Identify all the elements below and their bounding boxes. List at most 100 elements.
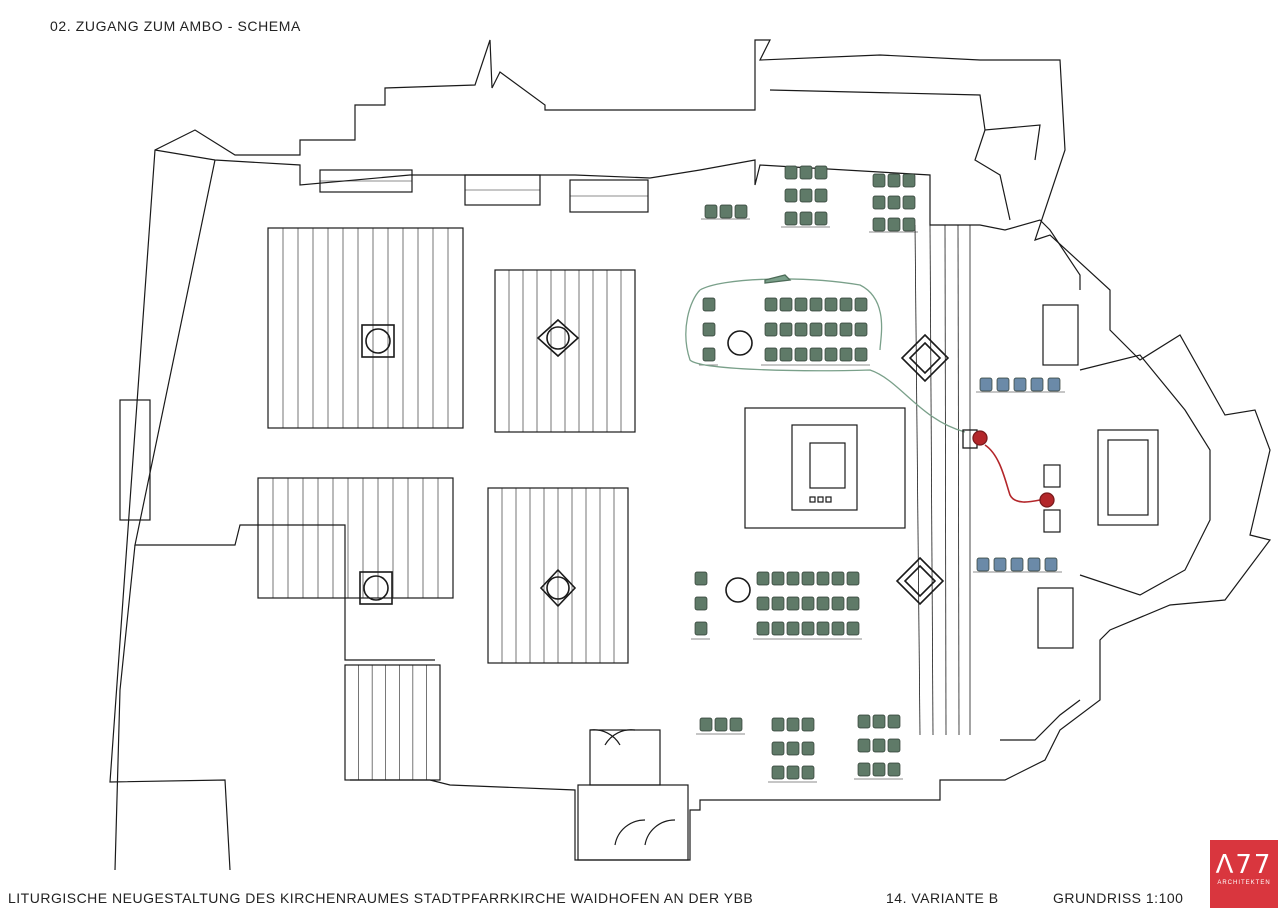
chair	[786, 621, 800, 636]
logo-subtitle: ARCHITEKTEN	[1217, 880, 1271, 886]
pew-block	[464, 174, 541, 206]
chair-group	[691, 571, 710, 640]
chair-group	[973, 557, 1062, 573]
chair	[702, 297, 716, 312]
pew-block	[344, 664, 441, 781]
chair	[996, 377, 1010, 392]
chair	[694, 621, 708, 636]
chair-group	[781, 165, 830, 228]
chair	[887, 217, 901, 232]
chair-group	[699, 297, 718, 366]
chair	[872, 195, 886, 210]
chair	[786, 765, 800, 780]
sheet-title: 02. ZUGANG ZUM AMBO - SCHEMA	[50, 18, 301, 34]
logo-mark: Λ77	[1215, 850, 1273, 880]
chair	[824, 297, 838, 312]
project-title: LITURGISCHE NEUGESTALTUNG DES KIRCHENRAU…	[8, 890, 754, 906]
chair	[756, 621, 770, 636]
chair	[1027, 557, 1041, 572]
chair	[809, 347, 823, 362]
chair	[771, 765, 785, 780]
chair	[854, 347, 868, 362]
pew-block	[569, 179, 649, 213]
chair	[831, 621, 845, 636]
pillar	[536, 318, 580, 358]
chancel-steps	[914, 224, 971, 736]
entrance-porch	[577, 729, 689, 861]
pew-block	[487, 487, 629, 664]
chair	[801, 717, 815, 732]
chair	[887, 173, 901, 188]
chair	[857, 738, 871, 753]
chair-group	[854, 714, 903, 780]
chair-group	[768, 717, 817, 783]
chair	[704, 204, 718, 219]
chair	[799, 211, 813, 226]
chair	[887, 762, 901, 777]
chair	[779, 322, 793, 337]
pillar	[539, 568, 577, 608]
chair	[993, 557, 1007, 572]
chair	[1047, 377, 1061, 392]
chair	[801, 621, 815, 636]
pillar	[546, 576, 570, 600]
chair	[887, 195, 901, 210]
pillar	[895, 556, 945, 606]
pillars	[359, 318, 950, 608]
chair	[771, 717, 785, 732]
chair	[794, 322, 808, 337]
pew-block	[319, 169, 413, 193]
chair	[719, 204, 733, 219]
chair-group	[701, 204, 750, 220]
chair	[1030, 377, 1044, 392]
pew-block	[494, 269, 636, 433]
chair	[1010, 557, 1024, 572]
architect-logo: Λ77 ARCHITEKTEN	[1210, 840, 1278, 908]
chair-group	[976, 377, 1065, 393]
chair	[979, 377, 993, 392]
chair	[694, 571, 708, 586]
church-walls	[109, 39, 1272, 871]
chair	[816, 621, 830, 636]
chair	[699, 717, 713, 732]
chair	[839, 297, 853, 312]
pew-block	[257, 477, 454, 599]
pillar	[546, 326, 570, 350]
chair	[784, 211, 798, 226]
pillar	[365, 328, 391, 354]
altar-platform	[744, 407, 906, 529]
chair	[694, 596, 708, 611]
chair	[809, 322, 823, 337]
chair	[756, 596, 770, 611]
chair	[786, 741, 800, 756]
chair	[1044, 557, 1058, 572]
chair	[771, 596, 785, 611]
chair	[831, 571, 845, 586]
chair	[786, 571, 800, 586]
chair	[902, 173, 916, 188]
chair	[786, 717, 800, 732]
pillar	[361, 324, 395, 358]
chair	[801, 765, 815, 780]
chair	[801, 596, 815, 611]
chair	[764, 322, 778, 337]
chair	[824, 322, 838, 337]
chair	[857, 714, 871, 729]
chair	[729, 717, 743, 732]
chair	[872, 762, 886, 777]
chair	[846, 596, 860, 611]
chair	[902, 217, 916, 232]
chair	[814, 165, 828, 180]
chair	[702, 347, 716, 362]
chair	[764, 297, 778, 312]
path-green-loop	[699, 278, 883, 351]
chair-group	[753, 571, 862, 640]
pillar	[727, 330, 753, 356]
chair	[814, 211, 828, 226]
scale-label: GRUNDRISS 1:100	[1053, 890, 1184, 906]
chair-group	[696, 717, 745, 735]
access-path	[685, 274, 1055, 508]
path-green	[685, 289, 966, 433]
figure-green	[764, 274, 792, 284]
pillar	[903, 564, 937, 598]
